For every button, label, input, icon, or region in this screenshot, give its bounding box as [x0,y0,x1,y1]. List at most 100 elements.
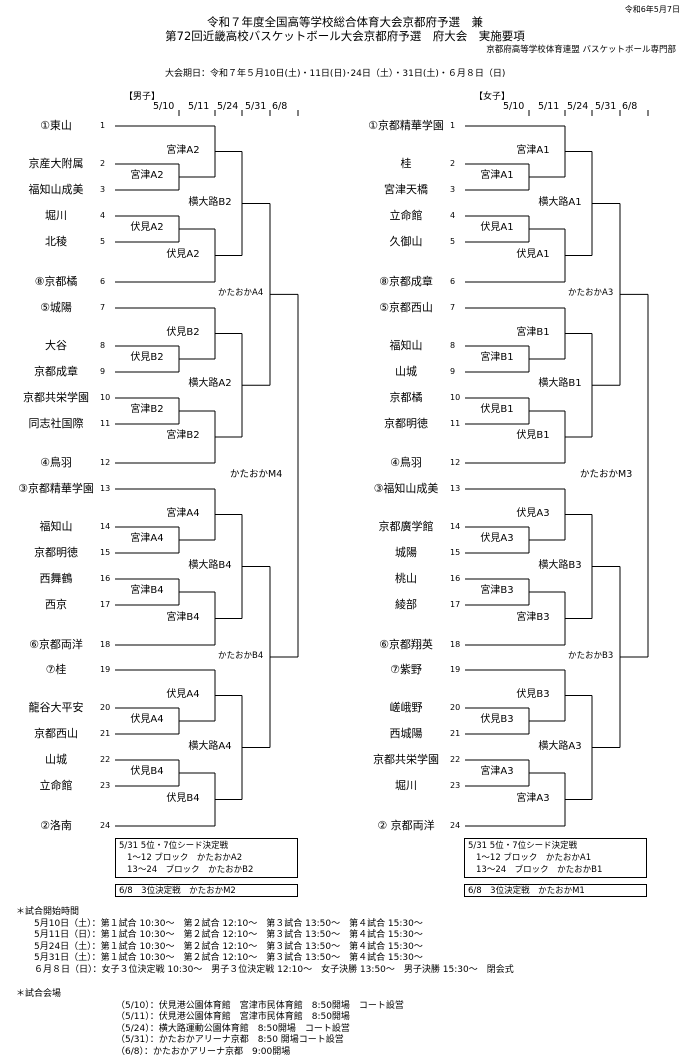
boys-semi-label: かたおかB4 [218,651,263,662]
girls-seed-note: 5/31 5位・7位シード決定戦 1～12 ブロック かたおかA1 13～24 … [464,838,647,878]
girls-seed-number: 18 [450,640,460,650]
boys-seed-number: 10 [100,393,110,403]
boys-seed-note: 5/31 5位・7位シード決定戦 1～12 ブロック かたおかA2 13～24 … [115,838,298,878]
boys-match-label: 伏見B4 [115,766,179,778]
boys-team: ⑦桂 [6,663,106,677]
boys-seed-number: 15 [100,548,110,558]
boys-team: 龍谷大平安 [6,701,106,715]
times-line: 5月10日（土）：第１試合 10:30～ 第２試合 12:10～ 第３試合 13… [16,919,514,931]
boys-team: 山城 [6,753,106,767]
boys-match-label: 横大路B4 [178,560,242,572]
boys-match-label: 横大路B2 [178,197,242,209]
boys-note-line1: 1～12 ブロック かたおかA2 [119,852,294,864]
boys-final-label: かたおかM4 [230,469,282,481]
girls-seed-number: 23 [450,781,460,791]
boys-team: ③京都精華学園 [6,482,106,496]
girls-team: 西城陽 [356,727,456,741]
boys-match-label: 宮津B4 [151,612,215,624]
boys-seed-number: 13 [100,484,110,494]
venue-line: （5/10）：伏見港公園体育館 宮津市民体育館 8:50開場 コート設営 [16,1001,404,1013]
girls-team: ④鳥羽 [356,456,456,470]
round-date: 5/11 [188,101,209,112]
girls-seed-number: 20 [450,703,460,713]
boys-seed-number: 9 [100,367,105,377]
girls-note-title: 5/31 5位・7位シード決定戦 [468,840,643,852]
girls-team: 桂 [356,157,456,171]
venue-line: （5/11）：伏見港公園体育館 宮津市民体育館 8:50開場 [16,1012,404,1024]
boys-team: 西舞鶴 [6,572,106,586]
girls-team: 京都橘 [356,391,456,405]
boys-team: 福知山成美 [6,183,106,197]
girls-team: ⑧京都成章 [356,275,456,289]
boys-seed-number: 3 [100,185,105,195]
girls-team: ⑥京都翔英 [356,638,456,652]
boys-seed-number: 6 [100,277,105,287]
boys-seed-number: 18 [100,640,110,650]
venue-line: （6/8）：かたおかアリーナ京都 9:00開場 [16,1047,404,1058]
venue-line: （5/31）：かたおかアリーナ京都 8:50 開場コート設営 [16,1035,404,1047]
boys-seed-number: 23 [100,781,110,791]
girls-team: 宮津天橋 [356,183,456,197]
boys-team: 北稜 [6,235,106,249]
boys-match-label: 伏見B4 [151,793,215,805]
girls-final-label: かたおかM3 [580,469,632,481]
boys-match-label: 宮津A2 [151,145,215,157]
times-line: 5月11日（日）：第１試合 10:30～ 第２試合 12:10～ 第３試合 13… [16,930,514,942]
girls-match-label: 伏見B3 [465,714,529,726]
girls-team: 嵯峨野 [356,701,456,715]
boys-team: 福知山 [6,520,106,534]
boys-team: 京都共栄学園 [6,391,106,405]
venues-heading: ＊試合会場 [16,989,404,1001]
boys-team: 京産大附属 [6,157,106,171]
girls-seed-number: 12 [450,458,460,468]
boys-team: 堀川 [6,209,106,223]
boys-match-label: 宮津B4 [115,585,179,597]
girls-team: 城陽 [356,546,456,560]
girls-team: 堀川 [356,779,456,793]
boys-seed-number: 8 [100,341,105,351]
boys-team: 立命館 [6,779,106,793]
boys-seed-number: 14 [100,522,110,532]
girls-seed-number: 10 [450,393,460,403]
boys-team: ②洛南 [6,819,106,833]
boys-match-label: 伏見A2 [115,222,179,234]
girls-semi-label: かたおかA3 [568,288,613,299]
girls-team: 山城 [356,365,456,379]
girls-seed-number: 5 [450,237,455,247]
girls-team: ② 京都両洋 [356,819,456,833]
boys-match-label: 宮津B2 [151,430,215,442]
venues: ＊試合会場 （5/10）：伏見港公園体育館 宮津市民体育館 8:50開場 コート… [16,989,404,1058]
girls-match-label: 伏見B1 [501,430,565,442]
girls-match-label: 宮津B3 [501,612,565,624]
boys-note-title: 5/31 5位・7位シード決定戦 [119,840,294,852]
boys-seed-number: 20 [100,703,110,713]
girls-team: 立命館 [356,209,456,223]
girls-match-label: 伏見B1 [465,404,529,416]
boys-seed-number: 16 [100,574,110,584]
boys-match-label: 宮津A4 [115,533,179,545]
boys-seed-number: 24 [100,821,110,831]
boys-match-label: 伏見A2 [151,249,215,261]
girls-match-label: 宮津A1 [465,170,529,182]
girls-note-line2: 13～24 ブロック かたおかB1 [468,864,643,876]
boys-match-label: 伏見A4 [115,714,179,726]
boys-semi-label: かたおかA4 [218,288,263,299]
times-line: 5月31日（土）：第１試合 10:30～ 第２試合 12:10～ 第３試合 13… [16,953,514,965]
girls-match-label: 横大路A1 [528,197,592,209]
venue-line: （5/24）：横大路運動公園体育館 8:50開場 コート設営 [16,1024,404,1036]
boys-team: ⑥京都両洋 [6,638,106,652]
times-line: 5月24日（土）：第１試合 10:30～ 第２試合 12:10～ 第３試合 13… [16,942,514,954]
girls-seed-number: 11 [450,419,460,429]
boys-seed-number: 4 [100,211,105,221]
girls-team: ①京都精華学園 [356,119,456,133]
girls-seed-number: 9 [450,367,455,377]
boys-team: 京都明徳 [6,546,106,560]
girls-team: 桃山 [356,572,456,586]
boys-team: 西京 [6,598,106,612]
girls-match-label: 横大路A3 [528,741,592,753]
girls-seed-number: 13 [450,484,460,494]
match-times: ＊試合開始時間 5月10日（土）：第１試合 10:30～ 第２試合 12:10～… [16,907,514,976]
girls-team: 久御山 [356,235,456,249]
girls-match-label: 伏見B3 [501,689,565,701]
girls-match-label: 宮津A1 [501,145,565,157]
